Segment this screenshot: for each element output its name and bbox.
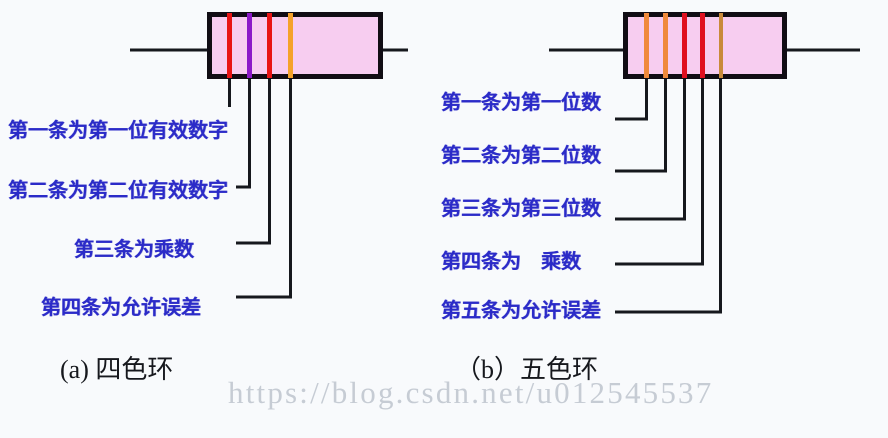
color-band-a-3	[267, 13, 272, 78]
leader-line-a-2	[236, 79, 251, 189]
band-label-a-2: 第二条为第二位有效数字	[8, 180, 228, 202]
leader-line-a-3	[236, 79, 271, 245]
color-band-a-4	[288, 13, 293, 78]
leader-line-b-5	[615, 79, 722, 314]
band-label-b-5: 第五条为允许误差	[441, 300, 601, 322]
color-band-b-3	[682, 13, 687, 78]
watermark-url: https://blog.csdn.net/u012545537	[228, 375, 714, 410]
leader-line-b-1	[615, 79, 648, 121]
band-label-b-3: 第三条为第三位数	[441, 198, 601, 220]
color-band-a-2	[247, 13, 252, 78]
band-label-b-2: 第二条为第二位数	[441, 145, 601, 167]
band-label-a-3: 第三条为乘数	[74, 239, 194, 261]
band-label-b-4: 第四条为 乘数	[441, 251, 581, 273]
leader-line-b-2	[615, 79, 667, 173]
caption-four-band: (a) 四色环	[60, 355, 174, 384]
color-band-b-4	[700, 13, 705, 78]
band-label-a-4: 第四条为允许误差	[41, 297, 201, 319]
color-band-b-1	[644, 13, 649, 78]
four-band-resistor-graphic	[130, 12, 408, 299]
color-band-a-1	[227, 13, 232, 78]
caption-five-band: （b）五色环	[455, 355, 599, 384]
resistor-body-a	[207, 12, 383, 79]
band-label-a-1: 第一条为第一位有效数字	[8, 120, 228, 142]
leader-line-b-3	[615, 79, 686, 221]
leader-line-b-4	[615, 79, 704, 266]
color-band-b-5	[719, 13, 723, 78]
leader-line-a-4	[236, 79, 292, 299]
color-band-b-2	[663, 13, 668, 78]
five-band-resistor-graphic	[549, 12, 860, 314]
band-label-b-1: 第一条为第一位数	[441, 92, 601, 114]
